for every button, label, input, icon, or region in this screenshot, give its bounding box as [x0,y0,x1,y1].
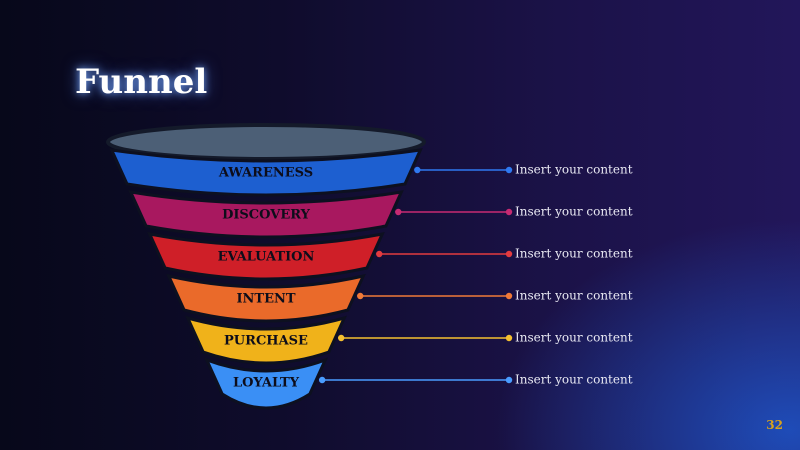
funnel-stage-discovery: DISCOVERY [128,190,404,239]
funnel-band [128,190,404,239]
connector-end-dot [505,376,513,384]
funnel-stage-label: PURCHASE [224,334,308,349]
funnel-band [166,273,366,323]
funnel-stage-label: DISCOVERY [222,208,311,223]
connector-start-dot [318,376,326,384]
stage-connector-awareness: Insert your content [414,163,633,177]
funnel-band [203,357,329,410]
stage-content-text[interactable]: Insert your content [515,331,633,345]
stage-content-text[interactable]: Insert your content [515,205,633,219]
stage-content-text[interactable]: Insert your content [515,163,633,177]
funnel-stage-label: AWARENESS [218,166,313,181]
stage-connector-purchase: Insert your content [338,331,633,345]
stage-content-text[interactable]: Insert your content [515,247,633,261]
stage-connector-loyalty: Insert your content [318,373,633,387]
connector-end-dot [505,292,513,300]
connector-start-dot [376,250,383,258]
funnel-stage-label: INTENT [236,292,295,307]
stage-content-text[interactable]: Insert your content [515,289,633,303]
page-number: 32 [766,418,783,432]
connector-start-dot [357,292,364,300]
funnel-band [147,231,385,281]
funnel-stage-loyalty: LOYALTY [203,357,329,410]
stage-connector-evaluation: Insert your content [376,247,633,261]
funnel-band [109,148,423,197]
connector-end-dot [505,166,513,174]
funnel-stage-label: EVALUATION [218,250,315,265]
funnel-band [185,315,347,365]
slide-title: Funnel [75,62,208,102]
funnel-top-rim [106,123,426,161]
funnel-stage-awareness: AWARENESS [109,148,423,197]
stage-connector-intent: Insert your content [357,289,633,303]
connector-start-dot [414,166,421,174]
funnel-stage-purchase: PURCHASE [185,315,347,365]
connector-end-dot [505,334,513,342]
funnel-stage-label: LOYALTY [233,376,300,391]
connector-start-dot [395,208,402,216]
connector-end-dot [505,250,513,258]
funnel-stage-evaluation: EVALUATION [147,231,385,281]
stage-connector-discovery: Insert your content [395,205,633,219]
connector-end-dot [505,208,513,216]
funnel-stage-intent: INTENT [166,273,366,323]
stage-content-text[interactable]: Insert your content [515,373,633,387]
connector-start-dot [338,334,345,342]
